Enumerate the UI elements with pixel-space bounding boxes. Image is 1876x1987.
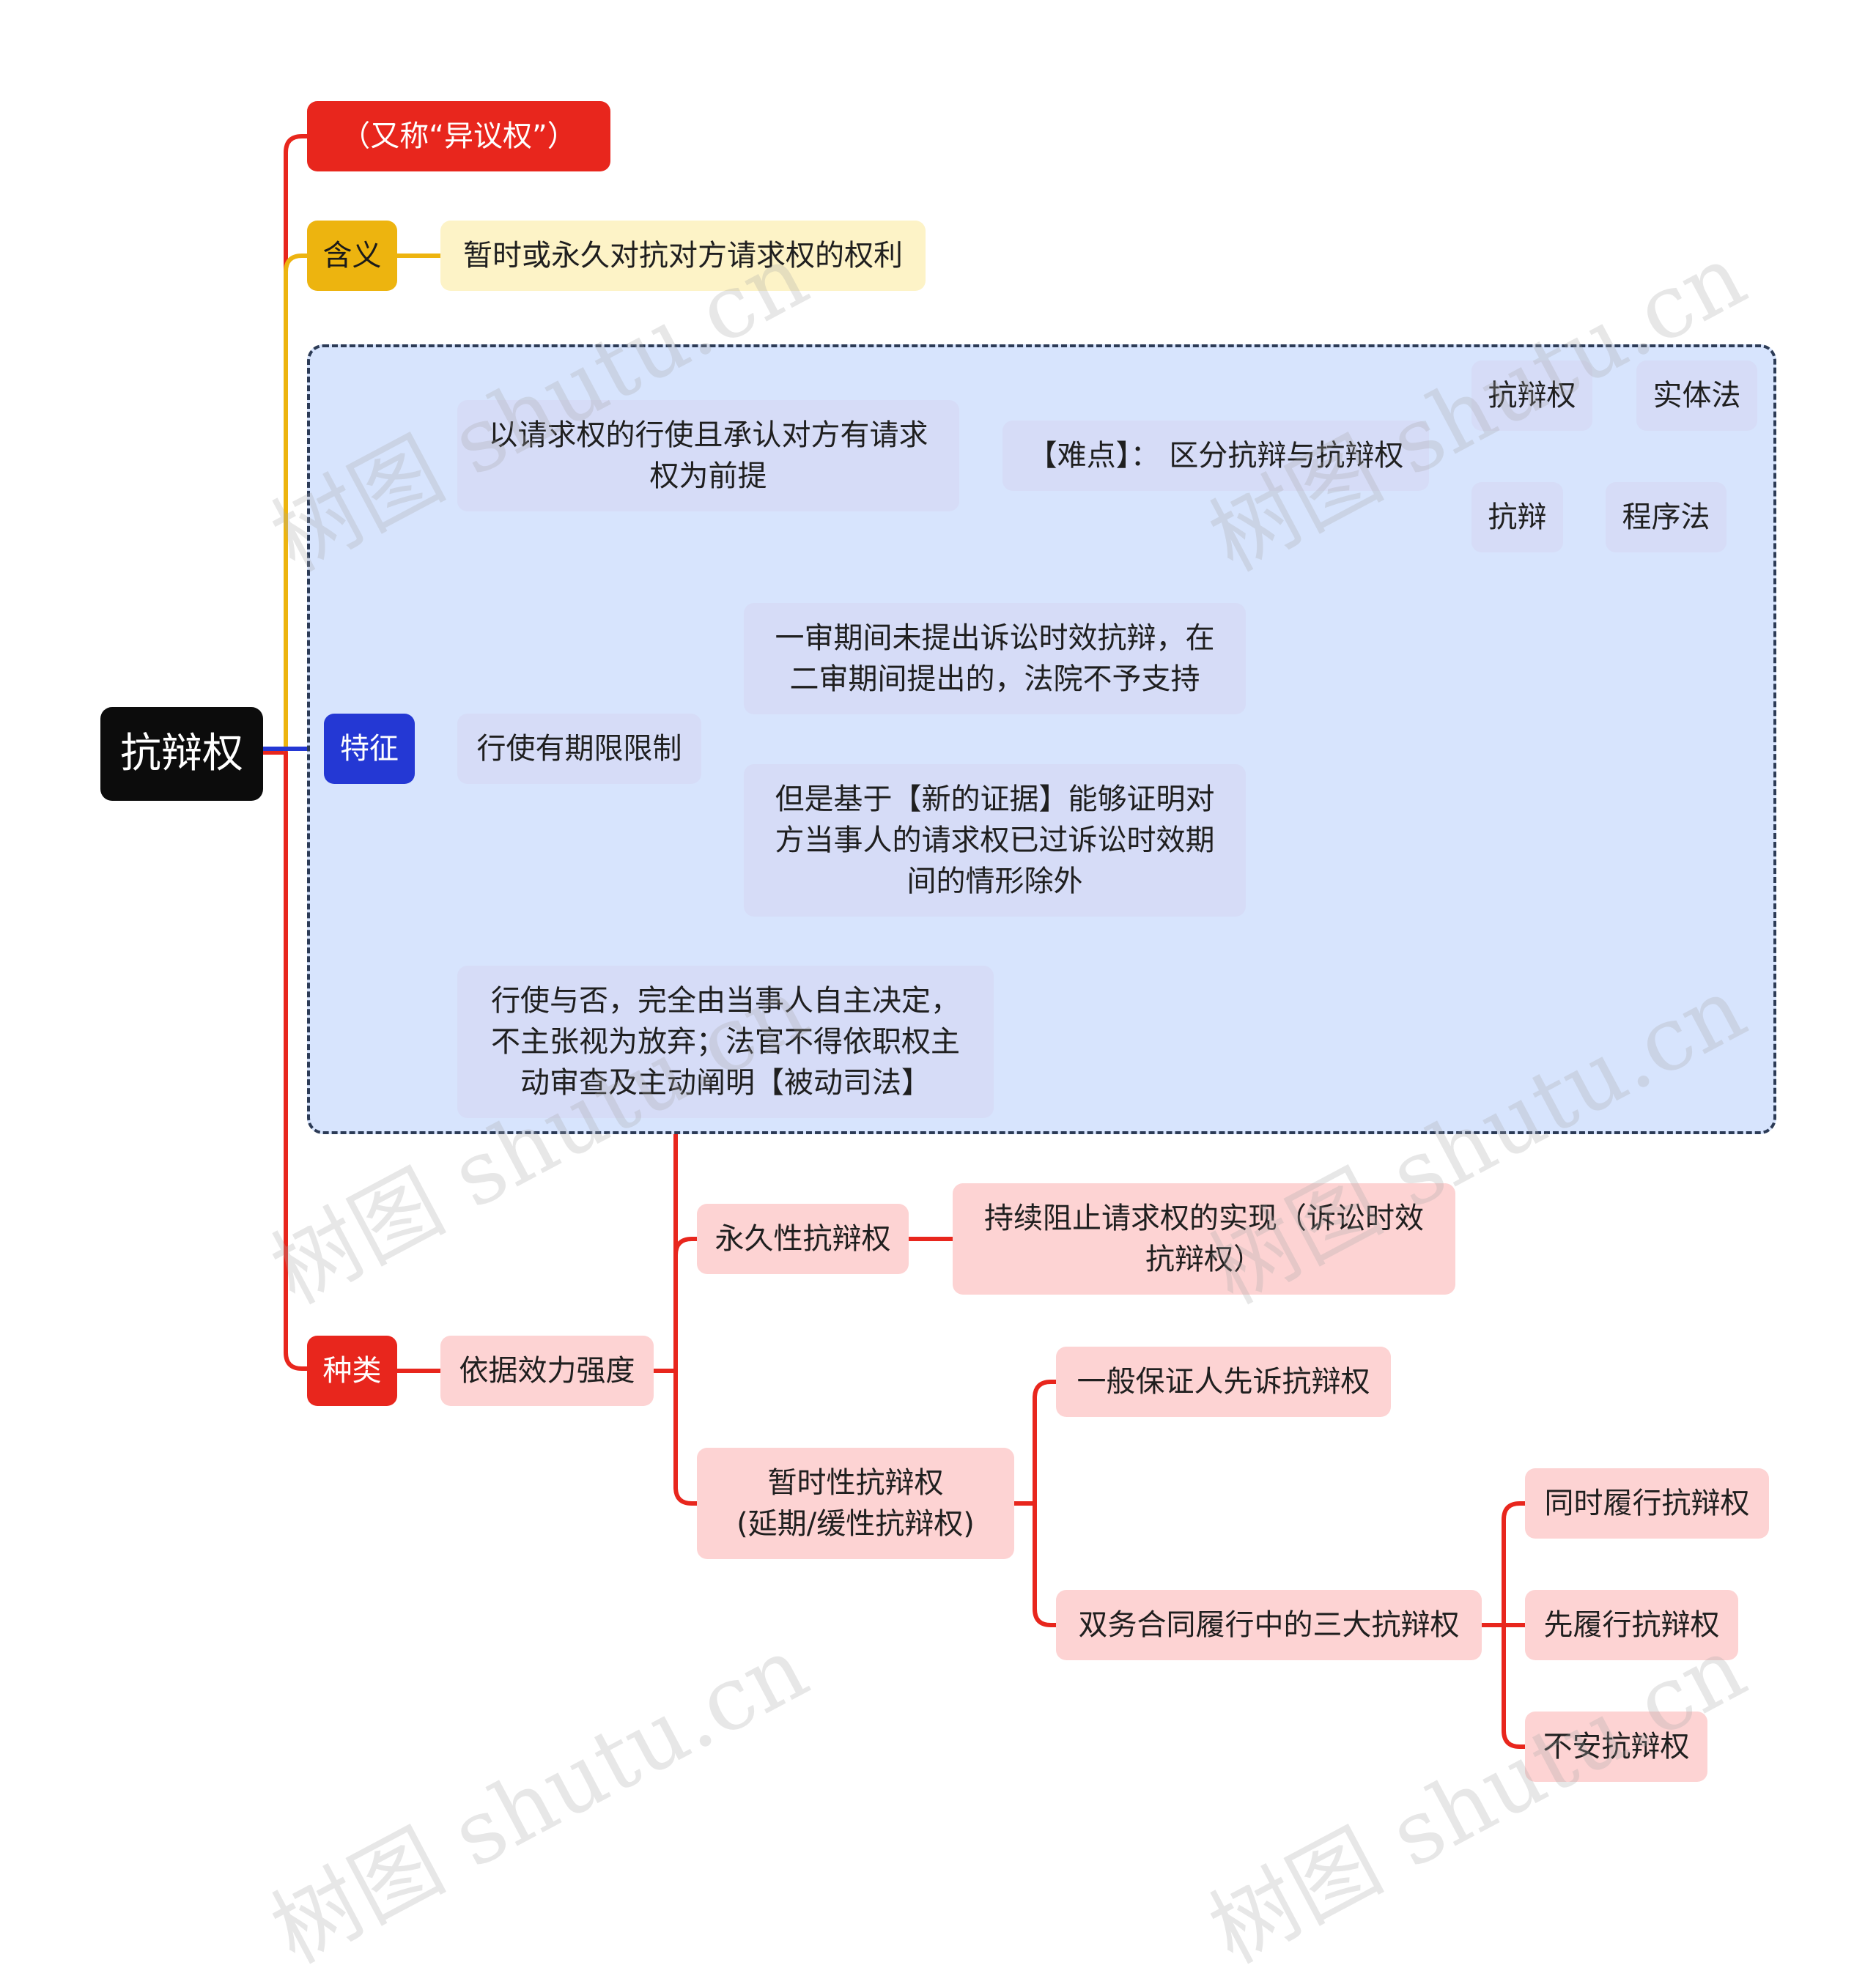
meaning-node[interactable]: 含义 (307, 221, 397, 291)
temporary-node[interactable]: 暂时性抗辩权 (延期/缓性抗辩权) (697, 1448, 1014, 1559)
guarantor-node[interactable]: 一般保证人先诉抗辩权 (1056, 1347, 1391, 1417)
bilateral-node[interactable]: 双务合同履行中的三大抗辩权 (1056, 1590, 1482, 1660)
time-limit-note-2-node[interactable]: 但是基于【新的证据】能够证明对 方当事人的请求权已过诉讼时效期 间的情形除外 (744, 764, 1246, 917)
connector-permanent (673, 1237, 699, 1373)
connector-guarantor (1033, 1380, 1058, 1506)
defense-right-node[interactable]: 抗辩权 (1471, 360, 1592, 431)
autonomy-node[interactable]: 行使与否，完全由当事人自主决定， 不主张视为放弃；法官不得依职权主 动审查及主动… (457, 966, 994, 1118)
connector-insecurity (1502, 1623, 1527, 1749)
meaning-detail-node[interactable]: 暂时或永久对抗对方请求权的权利 (440, 221, 926, 291)
connector-meaning (284, 254, 309, 755)
time-limit-node[interactable]: 行使有期限限制 (457, 714, 701, 784)
simultaneous-node[interactable]: 同时履行抗辩权 (1525, 1468, 1769, 1539)
first-performance-node[interactable]: 先履行抗辩权 (1525, 1590, 1738, 1660)
connector-simultaneous (1502, 1501, 1527, 1627)
permanent-note-node[interactable]: 持续阻止请求权的实现（诉讼时效 抗辩权） (953, 1183, 1455, 1295)
substantive-law-node[interactable]: 实体法 (1636, 360, 1757, 431)
features-node[interactable]: 特征 (324, 714, 415, 784)
insecurity-node[interactable]: 不安抗辩权 (1525, 1712, 1707, 1782)
premise-node[interactable]: 以请求权的行使且承认对方有请求 权为前提 (457, 400, 959, 511)
alias-node[interactable]: （又称“异议权”） (307, 101, 610, 171)
difficulty-node[interactable]: 【难点】： 区分抗辩与抗辩权 (1002, 421, 1429, 491)
root-node[interactable]: 抗辩权 (100, 707, 263, 801)
connector-types (284, 750, 309, 1371)
connector-alias (284, 134, 309, 755)
connector-bilateral (1033, 1501, 1058, 1627)
watermark: 树图 shutu.cn (256, 1617, 824, 1983)
defense-node[interactable]: 抗辩 (1471, 482, 1563, 552)
permanent-node[interactable]: 永久性抗辩权 (697, 1204, 909, 1274)
basis-node[interactable]: 依据效力强度 (440, 1336, 654, 1406)
procedural-law-node[interactable]: 程序法 (1606, 482, 1727, 552)
types-node[interactable]: 种类 (307, 1336, 397, 1406)
time-limit-note-1-node[interactable]: 一审期间未提出诉讼时效抗辩，在 二审期间提出的，法院不予支持 (744, 603, 1246, 714)
